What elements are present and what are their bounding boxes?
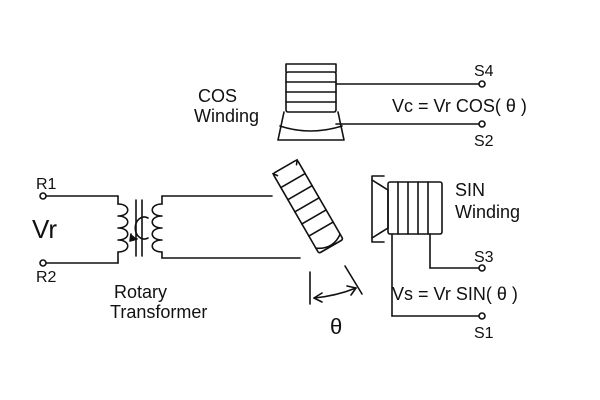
terminal-s3-dot	[478, 264, 486, 272]
theta-label: θ	[330, 314, 342, 339]
rotary-secondary-coil	[151, 203, 163, 253]
theta-angle-marker	[309, 265, 363, 305]
rotor-winding	[272, 158, 344, 254]
cos-label-line1: COS	[198, 86, 237, 106]
cos-winding	[277, 63, 345, 141]
rotary-label-line1: Rotary	[114, 282, 167, 302]
terminal-s2-dot	[478, 120, 486, 128]
terminal-r1-dot	[39, 192, 47, 200]
terminal-s4-label: S4	[474, 63, 494, 80]
terminal-s1-dot	[478, 312, 486, 320]
terminal-r2-label: R2	[36, 269, 57, 286]
sin-label-line2: Winding	[455, 202, 520, 222]
rotation-arrow-icon	[129, 216, 149, 242]
sin-output-wiring	[391, 233, 483, 317]
terminal-s3-label: S3	[474, 249, 494, 266]
terminal-r1-label: R1	[36, 176, 57, 193]
primary-wiring	[42, 195, 119, 264]
vs-formula: Vs = Vr SIN( θ )	[392, 284, 518, 304]
cos-label-line2: Winding	[194, 106, 259, 126]
vr-label: Vr	[32, 214, 57, 244]
vc-formula: Vc = Vr COS( θ )	[392, 96, 527, 116]
rotor-wiring	[161, 195, 301, 259]
sin-label-line1: SIN	[455, 180, 485, 200]
rotary-primary-coil	[117, 203, 129, 253]
terminal-s2-label: S2	[474, 133, 494, 150]
terminal-s4-dot	[478, 80, 486, 88]
terminal-s1-label: S1	[474, 325, 494, 342]
cos-output-wiring	[335, 83, 483, 125]
sin-winding	[371, 175, 443, 243]
terminal-r2-dot	[39, 259, 47, 267]
rotary-label-line2: Transformer	[110, 302, 207, 322]
